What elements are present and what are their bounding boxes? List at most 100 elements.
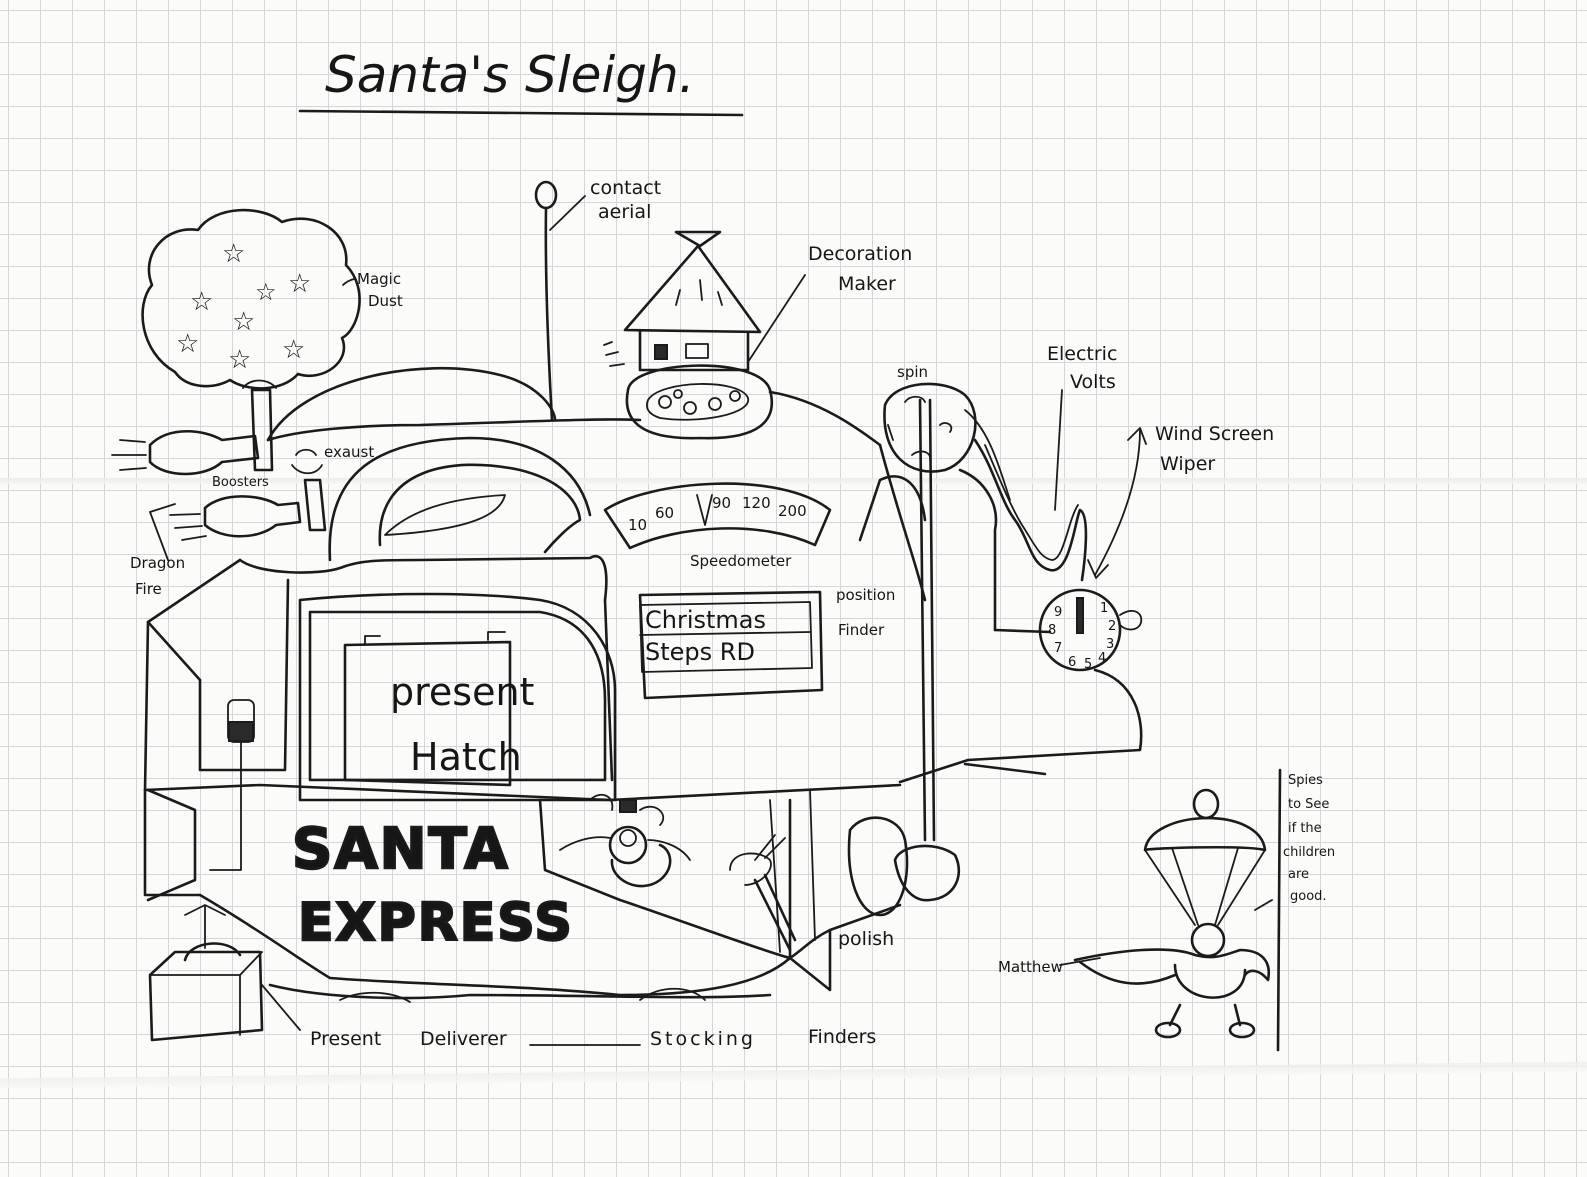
magic-dust-label-line1: Magic bbox=[357, 270, 401, 288]
house-window-right bbox=[685, 343, 709, 359]
glove-hand bbox=[847, 816, 961, 917]
volts-cable-outer bbox=[973, 438, 1088, 582]
santa-driver bbox=[559, 793, 691, 888]
magic-dust-leader bbox=[342, 278, 355, 286]
wind-screen-wiper-label-line1: Wind Screen bbox=[1155, 423, 1274, 445]
bat-body bbox=[1173, 963, 1247, 999]
spies-label-line3: if the bbox=[1288, 821, 1322, 836]
glove-fist bbox=[893, 844, 961, 902]
spies-divider-line bbox=[1276, 768, 1282, 1052]
windshield-inner bbox=[378, 463, 582, 554]
spies-label-line2: to See bbox=[1288, 797, 1329, 812]
exaust-pipe-rim bbox=[291, 464, 323, 475]
santa-hat bbox=[619, 799, 637, 813]
rear-tail bbox=[898, 668, 1143, 784]
booster-upper bbox=[148, 429, 260, 476]
santa-express-line1: SANTA bbox=[292, 817, 510, 882]
title-group: Santa's Sleigh. bbox=[298, 46, 744, 117]
polish-fingers bbox=[754, 834, 786, 861]
house-base-bowl bbox=[625, 364, 773, 440]
windshield-arch bbox=[328, 436, 592, 562]
paper-fold-line bbox=[0, 478, 1587, 484]
decoration-sparks bbox=[603, 341, 625, 367]
hatch-inner-frame bbox=[308, 610, 607, 782]
decoration-ornament bbox=[658, 395, 672, 409]
clock-num-7: 7 bbox=[1054, 641, 1062, 656]
star-icon: ☆ bbox=[282, 335, 305, 365]
speed-tick-90: 90 bbox=[712, 494, 731, 512]
side-door-box bbox=[198, 578, 290, 772]
rear-strut bbox=[958, 468, 998, 632]
clock-gauge bbox=[1038, 588, 1122, 672]
body-divider bbox=[603, 598, 614, 782]
bat-head bbox=[1190, 922, 1226, 958]
star-icon: ☆ bbox=[255, 278, 277, 306]
star-icon: ☆ bbox=[228, 345, 251, 375]
speed-tick-120: 120 bbox=[742, 494, 771, 512]
bat-foot-left bbox=[1154, 1021, 1182, 1039]
decoration-ornament bbox=[729, 390, 741, 402]
volts-cable-inner bbox=[984, 444, 1079, 561]
decoration-maker: Decoration Maker bbox=[603, 230, 912, 440]
rear-tail-fold bbox=[963, 762, 1047, 776]
star-icon: ☆ bbox=[288, 269, 311, 299]
stocking-finders-label-line2: Finders bbox=[808, 1026, 876, 1048]
electric-volts-label-line2: Volts bbox=[1070, 371, 1116, 393]
speed-tick-60: 60 bbox=[655, 504, 674, 522]
bat-legs bbox=[1168, 1003, 1242, 1027]
polish-hand-left bbox=[729, 852, 772, 886]
clock-num-8: 8 bbox=[1048, 623, 1056, 638]
clock-num-6: 6 bbox=[1068, 655, 1076, 670]
dragon-fire-label-line1: Dragon bbox=[130, 554, 185, 572]
wiper-arrowhead-bottom bbox=[1087, 559, 1109, 579]
parachute-canopy bbox=[1143, 816, 1267, 852]
roof-right-slope bbox=[768, 390, 882, 447]
wiper-arrowhead-top bbox=[1127, 427, 1147, 445]
position-finder-label-line1: position bbox=[836, 586, 895, 604]
sign-line2: Steps RD bbox=[645, 638, 755, 666]
hull-corner bbox=[788, 928, 832, 992]
decoration-maker-leader bbox=[747, 274, 806, 363]
matthew-label: Matthew bbox=[998, 958, 1063, 976]
clock-num-3: 3 bbox=[1106, 637, 1114, 652]
santa-face bbox=[619, 829, 637, 847]
booster-lower bbox=[203, 495, 302, 538]
present-deliverer-box: Present Deliverer bbox=[148, 904, 507, 1050]
decoration-ornament bbox=[683, 401, 697, 415]
spies-label-line5: are bbox=[1288, 867, 1309, 882]
front-nose-box bbox=[143, 788, 202, 897]
hood-edge bbox=[238, 554, 608, 602]
exaust-label: exaust bbox=[324, 443, 374, 461]
speedometer-dial bbox=[603, 482, 832, 550]
magic-dust-tree: ☆ ☆ ☆ ☆ ☆ ☆ ☆ ☆ Magic Dust bbox=[141, 208, 403, 472]
tree-trunk bbox=[250, 388, 274, 472]
lower-waistline bbox=[143, 783, 902, 802]
dragon-fire-arrow bbox=[149, 503, 176, 561]
bat-wing-lower bbox=[1078, 960, 1177, 985]
tree-canopy bbox=[141, 208, 361, 390]
spies-arrow bbox=[1254, 899, 1273, 911]
star-icon: ☆ bbox=[222, 239, 245, 269]
house-walls bbox=[638, 330, 750, 372]
bat-wings bbox=[1073, 948, 1271, 982]
present-box bbox=[148, 950, 264, 1042]
boosters-group: exaust Boosters Dragon Fire bbox=[111, 429, 374, 598]
exaust-pipe bbox=[303, 478, 327, 532]
present-deliverer-hook bbox=[339, 991, 411, 1003]
sign-outer bbox=[638, 590, 824, 700]
aerial-rod bbox=[544, 206, 554, 422]
decoration-maker-label-line1: Decoration bbox=[808, 243, 912, 265]
clock-num-2: 2 bbox=[1108, 619, 1116, 634]
present-deliverer-label-line1: Present bbox=[310, 1028, 381, 1050]
parachute-cords bbox=[1144, 847, 1266, 926]
present-deliverer-label-line2: Deliverer bbox=[420, 1028, 507, 1050]
speed-tick-10: 10 bbox=[628, 516, 647, 534]
spin-label: spin bbox=[897, 363, 928, 381]
spies-label-line1: Spies bbox=[1288, 773, 1323, 788]
sign-line1: Christmas bbox=[645, 606, 766, 634]
santa-body bbox=[610, 843, 672, 888]
sleigh-body: present Hatch SANTA EXPRESS bbox=[143, 390, 1143, 1003]
dome-outline bbox=[266, 366, 557, 442]
